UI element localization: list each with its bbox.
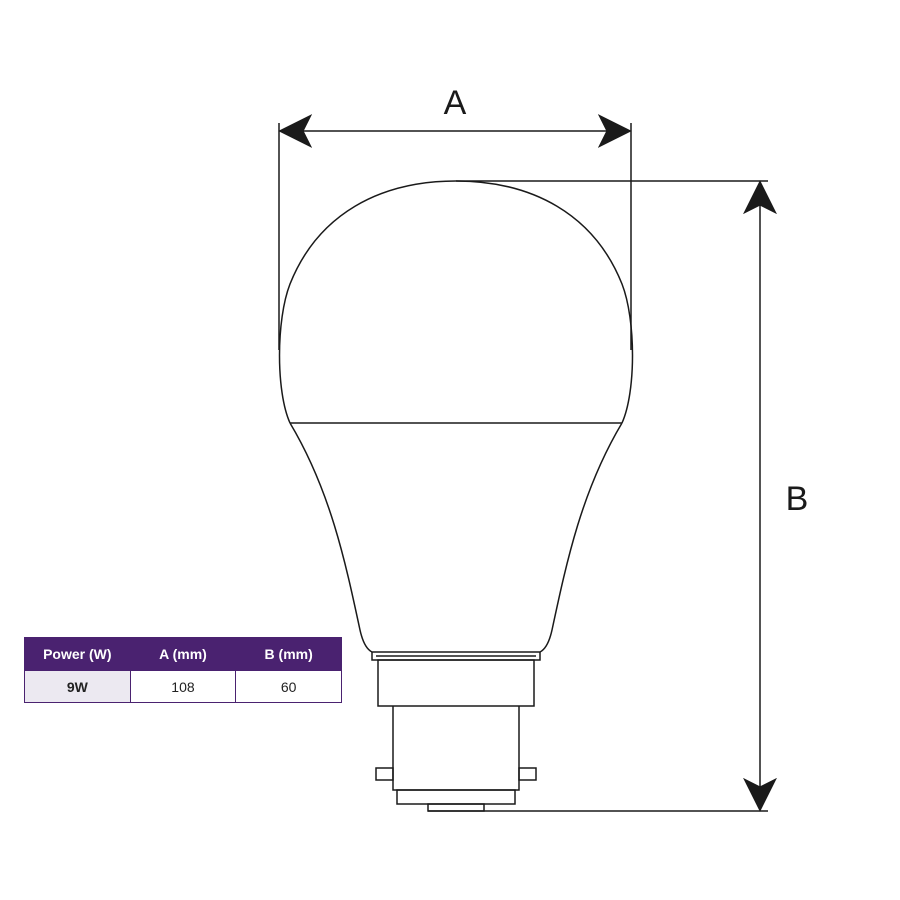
bulb-neck-outline bbox=[289, 422, 623, 653]
dimension-label-a: A bbox=[444, 84, 467, 122]
bulb-globe-outline bbox=[278, 180, 634, 424]
bayonet-pin-left bbox=[375, 767, 394, 781]
cell-a: 108 bbox=[129, 670, 237, 703]
dimension-label-b: B bbox=[786, 480, 809, 518]
spec-table: Power (W) A (mm) B (mm) 9W 108 60 bbox=[24, 637, 342, 703]
column-header-b: B (mm) bbox=[235, 637, 342, 671]
base-cap-lower bbox=[392, 706, 520, 791]
bayonet-pin-right bbox=[518, 767, 537, 781]
base-contact bbox=[427, 803, 485, 812]
spec-table-header-row: Power (W) A (mm) B (mm) bbox=[24, 637, 342, 671]
base-cap-upper bbox=[377, 659, 535, 707]
cell-power: 9W bbox=[24, 670, 131, 703]
column-header-power: Power (W) bbox=[24, 637, 131, 671]
cell-b: 60 bbox=[235, 670, 342, 703]
column-header-a: A (mm) bbox=[129, 637, 237, 671]
base-bottom-plate bbox=[396, 789, 516, 805]
table-row: 9W 108 60 bbox=[24, 670, 342, 703]
